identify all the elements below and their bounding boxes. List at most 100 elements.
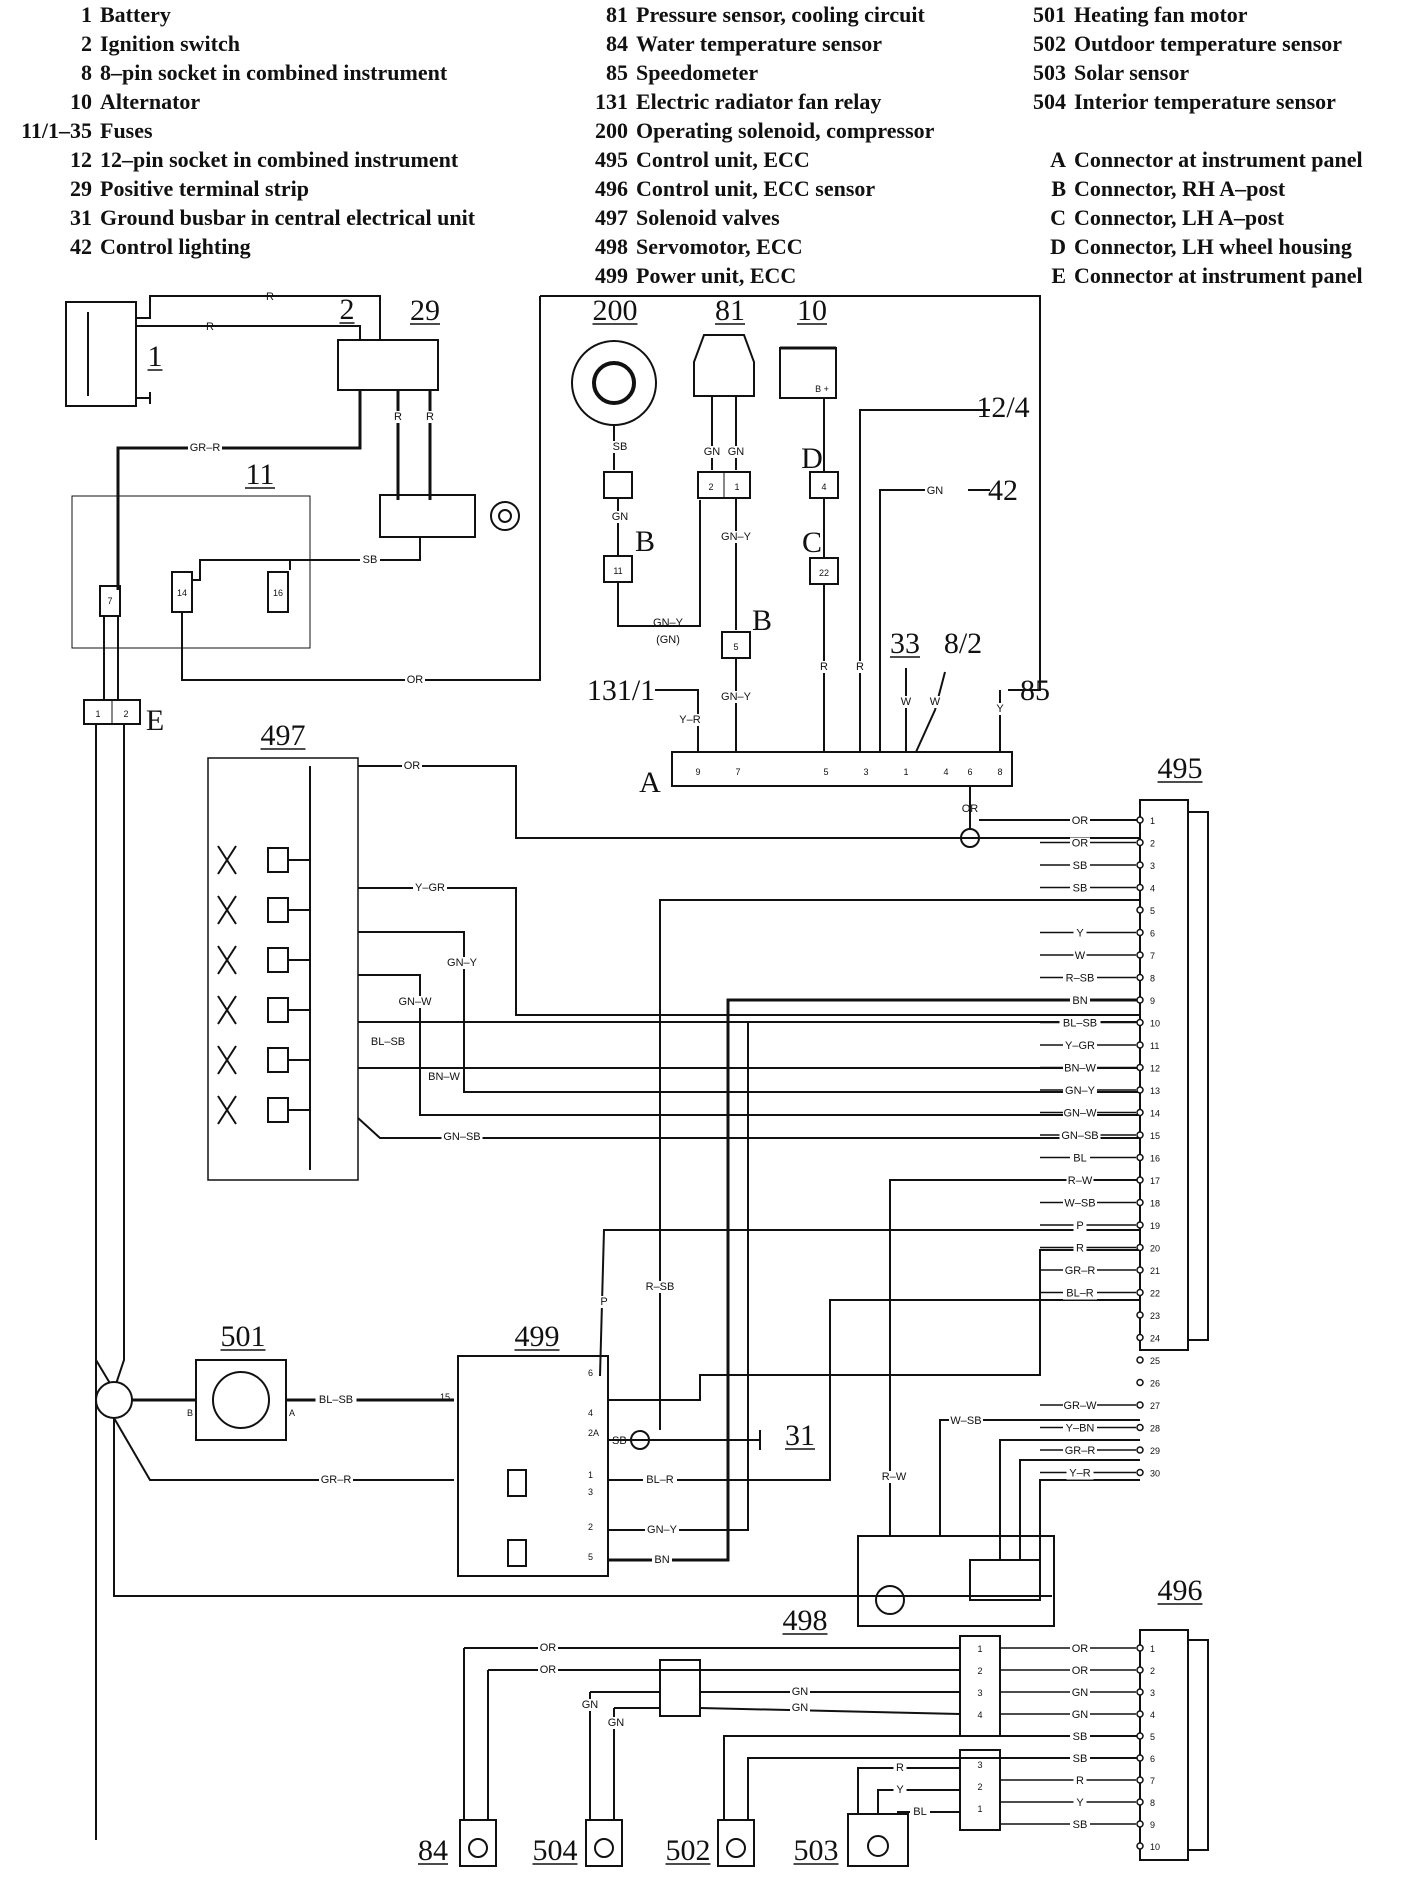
legend-value: Connector, LH wheel housing [1074,234,1352,259]
ecc-495-pin [1136,1131,1144,1139]
connector-496-b [959,1749,1001,1831]
wire-label-r: R [896,1762,904,1774]
connector-A-pin: 5 [823,767,828,777]
ecc-496-wire-label-bg [1070,1665,1090,1677]
ecc-495-pin [1136,973,1144,982]
wire-label-y: Y [896,1784,904,1796]
ecc-495-wire-label: Y–GR [1065,1040,1095,1052]
connector-12-4-label: 12/4 [976,391,1029,424]
wire-or497 [358,765,1140,839]
connector-C-22 [809,557,839,585]
wire-label-y-r: Y–R [679,714,700,726]
legend-key: 200 [595,118,628,143]
ecc-495-wire-label-bg [1063,972,1097,985]
connector-B-label: B [635,525,655,558]
ignition-switch-2 [379,494,476,538]
wire-label-r: R [206,321,214,333]
connector-B-5 [721,631,751,659]
ecc-496-wire-label: OR [1072,1665,1089,1677]
connector-A-pin: 6 [967,767,972,777]
wire-label-w-sb-bg [949,1415,983,1427]
legend-key: 1 [81,2,92,27]
legend-value: Power unit, ECC [636,263,797,288]
wire-label-p-bg [597,1296,611,1308]
legend-value: Water temperature sensor [636,31,883,56]
heating-fan-motor-501 [195,1359,287,1441]
legend-key: 501 [1033,2,1066,27]
wire-yr131 [655,689,699,752]
ecc-495-body [1188,811,1209,1341]
ecc-495-wire-label-bg [1070,860,1090,872]
wire-label-gn: GN [792,1686,809,1698]
wire-label-gn-bg [790,1686,810,1698]
legend-key: C [1050,205,1066,230]
legend-value: Interior temperature sensor [1074,89,1336,114]
ecc-495-wire-label-bg [1070,995,1090,1007]
wire-label-y-bg [893,1784,907,1796]
connector-A-pin: 3 [863,767,868,777]
ecc-495-wire-label-bg [1059,1130,1101,1142]
wire-label-gn-w: GN–W [399,996,433,1008]
wire-label-gn-y-bg [645,1524,679,1536]
legend-value: Electric radiator fan relay [636,89,882,114]
legend-value: Outdoor temperature sensor [1074,31,1343,56]
legend-value: Connector, RH A–post [1074,176,1286,201]
wire-label-or-bg [538,1664,558,1676]
ecc-495-pin [1136,1108,1144,1117]
connector-A-pin: 9 [695,767,700,777]
wire-label-p: P [600,1296,607,1308]
legend-value: Solar sensor [1074,60,1190,85]
wire-label-gr-r-bg [319,1474,353,1486]
wire-label-gn: GN [792,1702,809,1714]
power-unit-pin: 15 [440,1392,450,1402]
wire-label-bl-r: BL–R [646,1474,674,1486]
ecc-496-wire-label: Y [1076,1797,1084,1809]
wire-label-w-sb: W–SB [950,1415,981,1427]
harness-left [95,724,115,1391]
ecc-495-pin [1136,1086,1144,1094]
wire-r10b [859,409,990,752]
valve-coil [267,897,289,923]
frame-top [540,295,1041,691]
valve-x [217,1095,237,1125]
harness-junction [95,1381,133,1419]
wire-label-r: R [426,411,434,423]
legend-value: Alternator [100,89,201,114]
ecc-495-wire-label: Y–BN [1066,1423,1095,1435]
wire-label-gn-y: GN–Y [647,1524,678,1536]
legend-value: 12–pin socket in combined instrument [100,147,459,172]
ecc-495-wire-label-bg [1063,1107,1097,1120]
ignition-lock-core [498,509,512,523]
wire-label-bl-r-bg [643,1474,677,1486]
legend-value: Control unit, ECC sensor [636,176,876,201]
ecc-495-pin-number: 24 [1150,1334,1160,1344]
component-31-label: 31 [785,1419,815,1452]
wire-label-y: Y [996,703,1004,715]
power-unit-pin: 4 [588,1408,593,1418]
wire-label-or-bg [402,760,422,772]
power-unit-499 [457,1355,609,1577]
pressure-sensor-81 [693,334,755,397]
ecc-control-unit-495 [1139,799,1189,1351]
wire-label-gn-bg [606,1717,626,1729]
ecc-495-wire-label-bg [1063,1445,1097,1457]
ecc-496-pin [1136,1798,1144,1806]
ecc-495-wire-label: GN–W [1064,1108,1098,1120]
connector-A-pin: 4 [943,767,948,777]
wire-gn42 [879,489,930,752]
ecc-495-pin-number: 9 [1150,996,1155,1006]
ecc-495-wire-label: BL–SB [1063,1018,1097,1030]
ecc-495-pin-number: 10 [1150,1019,1160,1029]
legend-key: B [1051,176,1066,201]
relay-coil [507,1469,527,1497]
ecc-496-pin-number: 3 [1150,1688,1155,1698]
ecc-495-pin-number: 16 [1150,1154,1160,1164]
wire-label-gn: GN [927,485,944,497]
wire-ybn [999,1439,1140,1560]
